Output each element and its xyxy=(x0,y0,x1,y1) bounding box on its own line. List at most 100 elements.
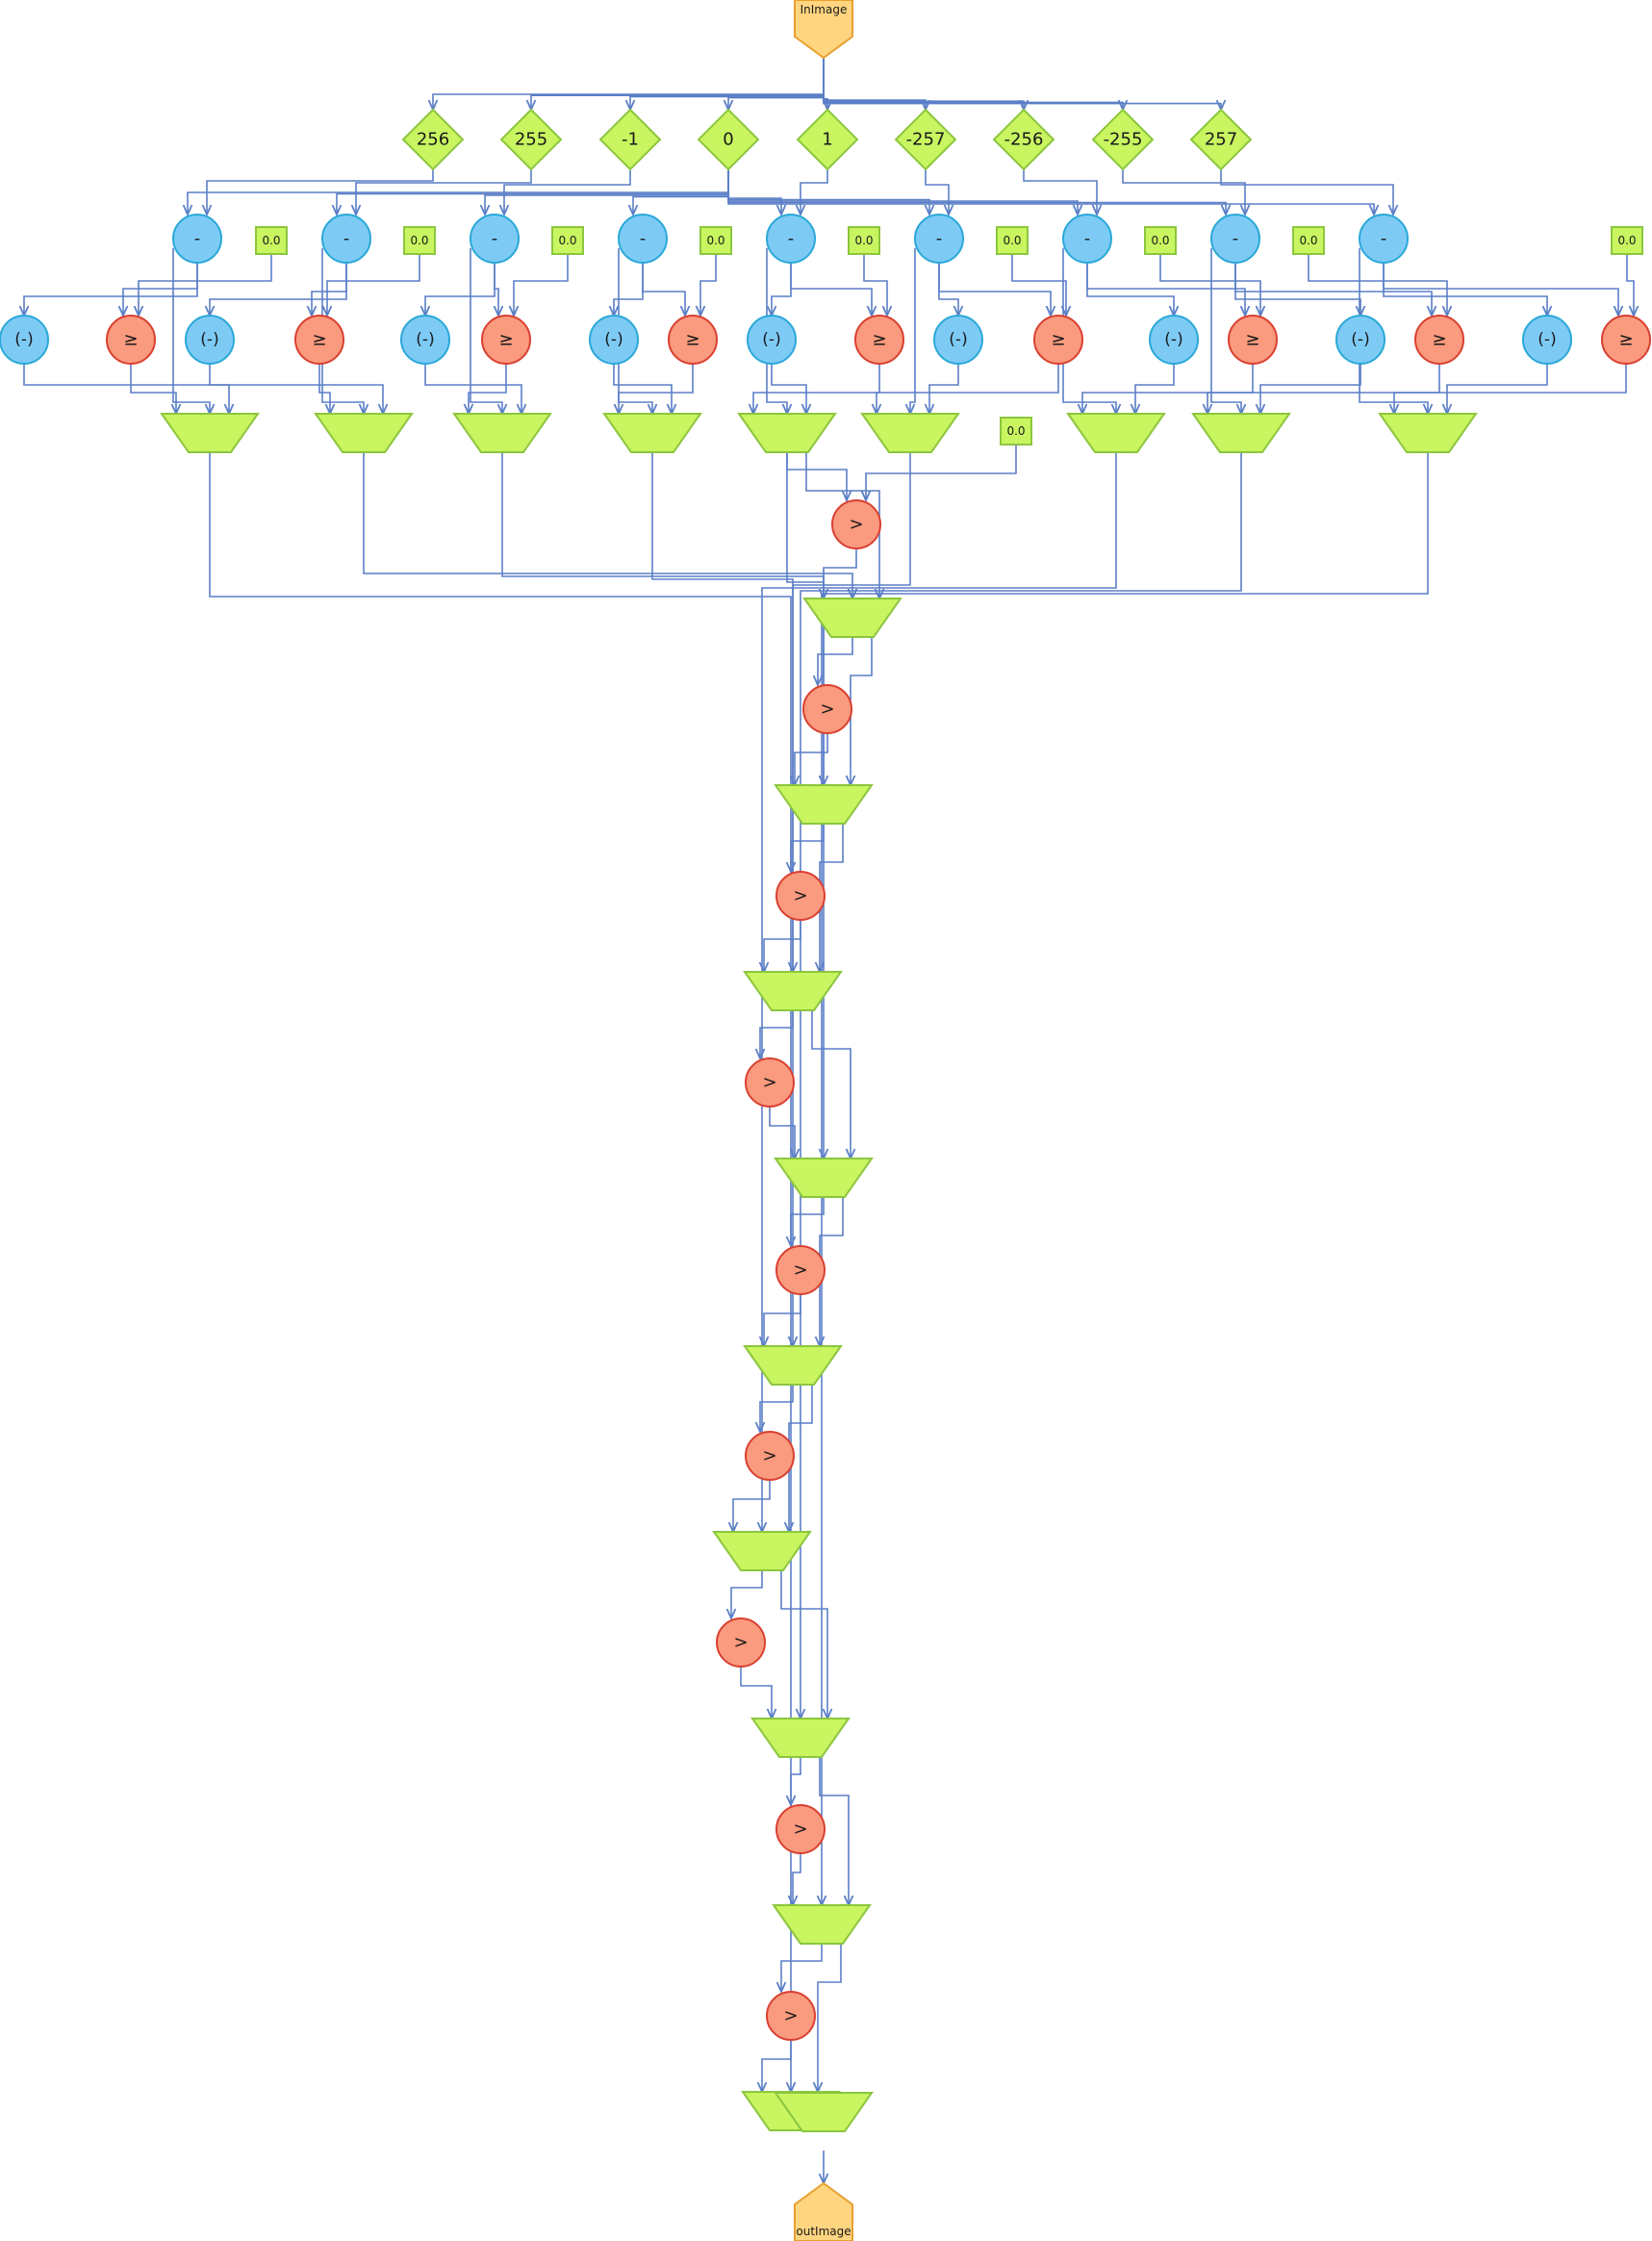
zero-const-6-label: 0.0 xyxy=(1151,234,1169,247)
zero-const-4[interactable]: 0.0 xyxy=(848,226,880,255)
minus-node-5[interactable]: - xyxy=(914,214,964,264)
gte-node-2[interactable]: ≥ xyxy=(481,315,531,365)
zero-const-7-shape xyxy=(1292,226,1325,255)
mux-final[interactable] xyxy=(774,2092,874,2132)
minus-node-5-shape xyxy=(914,214,964,264)
zero-const-0[interactable]: 0.0 xyxy=(255,226,288,255)
zero-const-3[interactable]: 0.0 xyxy=(699,226,732,255)
gte-node-6[interactable]: ≥ xyxy=(1228,315,1278,365)
minus-node-4[interactable]: - xyxy=(766,214,816,264)
gt-chain-4[interactable]: > xyxy=(775,1245,826,1295)
output-image-node[interactable]: outImage xyxy=(794,2181,853,2241)
zero-const-0-label: 0.0 xyxy=(262,234,280,247)
minus-node-1[interactable]: - xyxy=(321,214,371,264)
zero-const-7[interactable]: 0.0 xyxy=(1292,226,1325,255)
gt-chain-7[interactable]: > xyxy=(775,1804,826,1854)
input-image-node[interactable]: InImage xyxy=(794,0,853,60)
edge-17 xyxy=(188,169,729,215)
mux-level1-2[interactable] xyxy=(452,413,552,453)
mux-chain-3[interactable] xyxy=(774,1158,874,1198)
gte-node-3[interactable]: ≥ xyxy=(668,315,718,365)
zero-const-6[interactable]: 0.0 xyxy=(1144,226,1177,255)
minus-node-8[interactable]: - xyxy=(1359,214,1409,264)
minus-node-7[interactable]: - xyxy=(1210,214,1260,264)
offset-node-8[interactable]: 257 xyxy=(1189,108,1253,171)
mux-chain-1[interactable] xyxy=(774,784,874,825)
gt-chain-8[interactable]: > xyxy=(766,1991,816,2041)
mux-level1-8[interactable] xyxy=(1378,413,1478,453)
edge-87 xyxy=(501,452,824,785)
negate-node-6[interactable]: (-) xyxy=(1149,315,1199,365)
edge-15 xyxy=(1122,169,1245,215)
offset-node-7[interactable]: -255 xyxy=(1091,108,1155,171)
edge-47 xyxy=(1234,263,1360,316)
zero-const-5[interactable]: 0.0 xyxy=(996,226,1029,255)
offset-node-8-label: 257 xyxy=(1205,130,1237,150)
negate-node-7[interactable]: (-) xyxy=(1335,315,1385,365)
negate-node-3[interactable]: (-) xyxy=(589,315,639,365)
edge-43 xyxy=(1011,254,1066,316)
gt-chain-5-label: > xyxy=(762,1446,776,1466)
minus-node-0[interactable]: - xyxy=(172,214,222,264)
gte-node-5[interactable]: ≥ xyxy=(1033,315,1083,365)
minus-node-6[interactable]: - xyxy=(1062,214,1112,264)
mux-chain-7[interactable] xyxy=(772,1904,872,1945)
gte-node-4[interactable]: ≥ xyxy=(854,315,904,365)
mux-chain-4[interactable] xyxy=(743,1345,843,1386)
negate-node-5[interactable]: (-) xyxy=(933,315,983,365)
edge-12 xyxy=(801,169,828,215)
gt-chain-5[interactable]: > xyxy=(745,1431,795,1481)
offset-node-1[interactable]: 255 xyxy=(499,108,563,171)
zero-const-chain[interactable]: 0.0 xyxy=(1000,417,1032,446)
zero-const-1[interactable]: 0.0 xyxy=(403,226,436,255)
zero-const-2[interactable]: 0.0 xyxy=(551,226,584,255)
gt-chain-3[interactable]: > xyxy=(745,1057,795,1108)
negate-node-2[interactable]: (-) xyxy=(400,315,450,365)
mux-chain-5[interactable] xyxy=(712,1531,812,1571)
mux-chain-0[interactable] xyxy=(802,598,902,638)
negate-node-8[interactable]: (-) xyxy=(1522,315,1572,365)
mux-level1-6[interactable] xyxy=(1066,413,1166,453)
negate-node-4[interactable]: (-) xyxy=(747,315,797,365)
gt-chain-0-shape xyxy=(831,499,881,549)
offset-node-6[interactable]: -256 xyxy=(992,108,1055,171)
mux-level1-1[interactable] xyxy=(314,413,414,453)
gte-node-8[interactable]: ≥ xyxy=(1601,315,1651,365)
negate-node-0[interactable]: (-) xyxy=(0,315,49,365)
edge-94 xyxy=(811,1010,851,1159)
edge-46 xyxy=(1159,254,1260,316)
offset-node-4[interactable]: 1 xyxy=(796,108,859,171)
mux-chain-2[interactable] xyxy=(743,971,843,1011)
mux-level1-0[interactable] xyxy=(160,413,260,453)
minus-node-2[interactable]: - xyxy=(470,214,520,264)
mux-level1-0-shape xyxy=(160,413,260,453)
gte-node-1[interactable]: ≥ xyxy=(294,315,344,365)
offset-node-0-label: 256 xyxy=(417,130,449,150)
zero-const-8[interactable]: 0.0 xyxy=(1611,226,1643,255)
edge-90 xyxy=(820,824,844,972)
edge-98 xyxy=(820,1197,844,1346)
edge-93 xyxy=(760,1010,794,1058)
gte-node-7[interactable]: ≥ xyxy=(1414,315,1464,365)
mux-level1-3[interactable] xyxy=(602,413,702,453)
gt-chain-1-label: > xyxy=(820,700,834,720)
mux-final-shape xyxy=(774,2092,874,2132)
gt-chain-0[interactable]: > xyxy=(831,499,881,549)
gt-chain-2[interactable]: > xyxy=(775,871,826,921)
mux-level1-4[interactable] xyxy=(737,413,837,453)
minus-node-3[interactable]: - xyxy=(618,214,668,264)
offset-node-3[interactable]: 0 xyxy=(697,108,760,171)
mux-level1-7[interactable] xyxy=(1191,413,1291,453)
gt-chain-6[interactable]: > xyxy=(716,1617,766,1668)
edge-111 xyxy=(822,452,1429,1905)
gt-chain-1[interactable]: > xyxy=(802,684,852,734)
mux-level1-5[interactable] xyxy=(860,413,960,453)
edge-63 xyxy=(619,364,694,414)
negate-node-1[interactable]: (-) xyxy=(185,315,235,365)
offset-node-5[interactable]: -257 xyxy=(894,108,957,171)
gte-node-0[interactable]: ≥ xyxy=(106,315,156,365)
mux-chain-6[interactable] xyxy=(750,1718,851,1758)
offset-node-2[interactable]: -1 xyxy=(598,108,662,171)
zero-const-8-shape xyxy=(1611,226,1643,255)
offset-node-0[interactable]: 256 xyxy=(401,108,465,171)
